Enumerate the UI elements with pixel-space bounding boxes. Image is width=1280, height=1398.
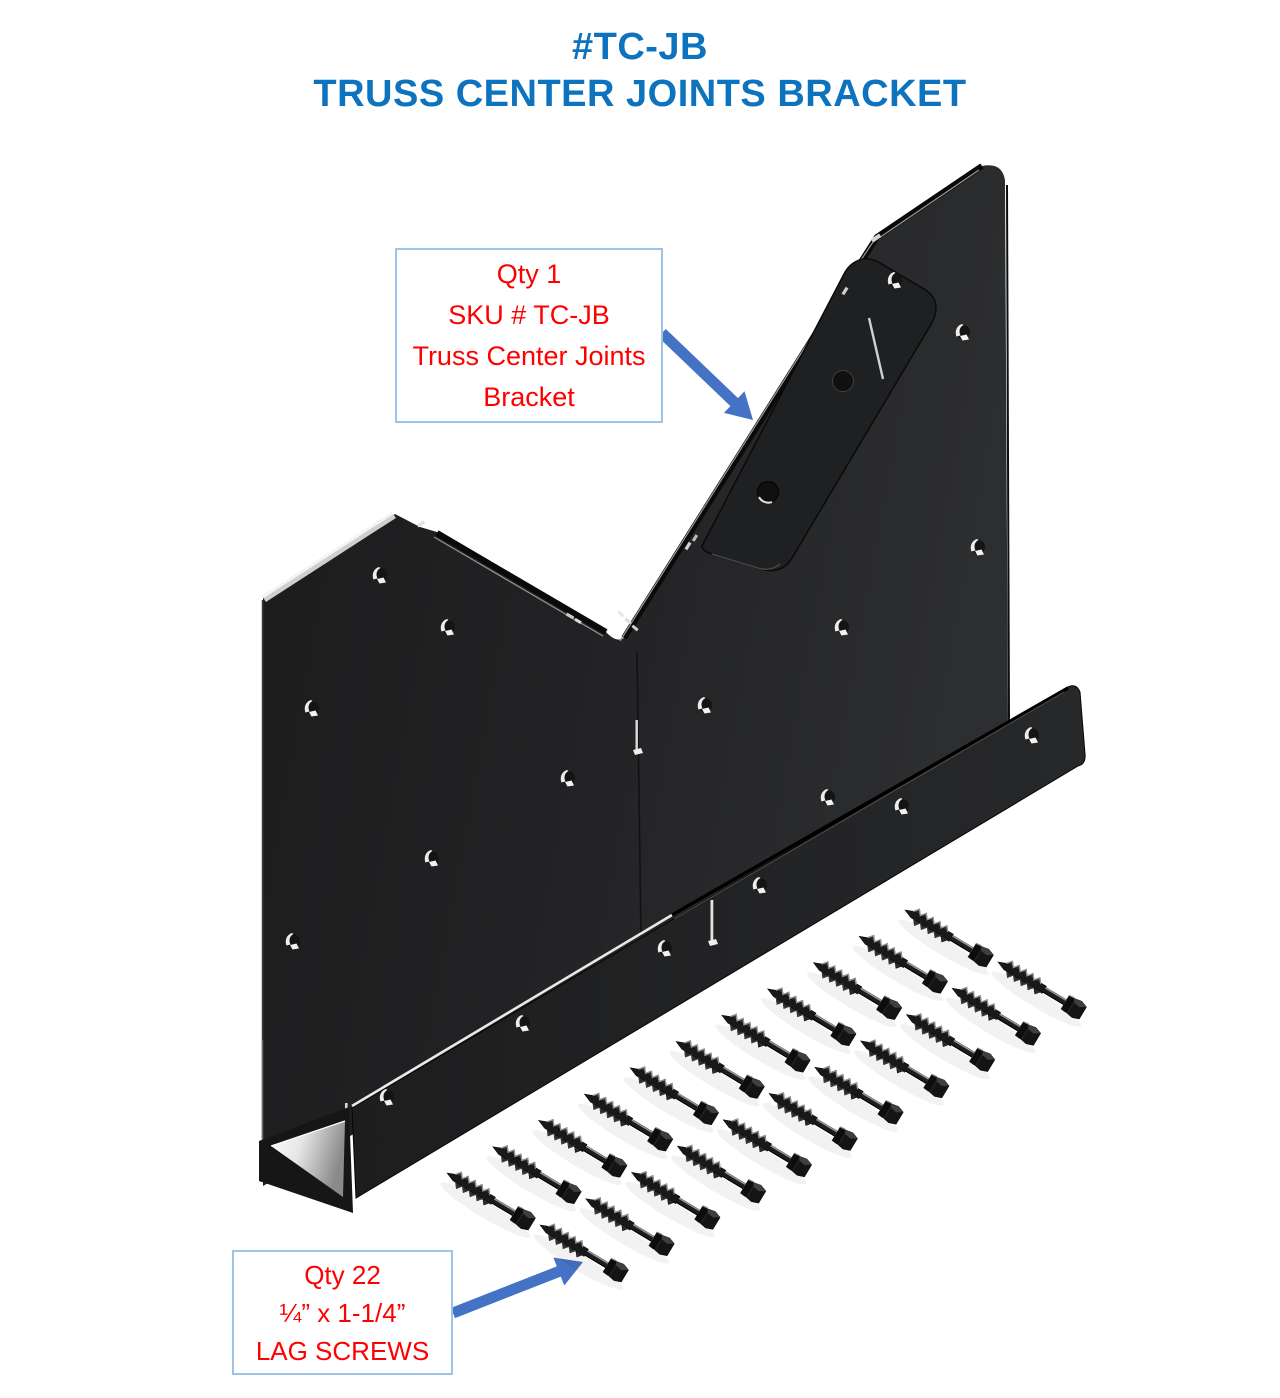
edge-notch-ticks — [416, 233, 882, 632]
gusset-hole — [832, 370, 854, 392]
callout-screws-size: ¼” x 1-1/4” — [279, 1297, 406, 1328]
page-title: #TC-JB TRUSS CENTER JOINTS BRACKET — [0, 25, 1280, 119]
callout-screws-qty: Qty 22 — [304, 1259, 381, 1290]
callout-screws: Qty 22 ¼” x 1-1/4” LAG SCREWS — [232, 1250, 453, 1375]
callout-bracket-name-1: Truss Center Joints — [412, 340, 646, 371]
callout-screws-name: LAG SCREWS — [255, 1335, 430, 1366]
callout-arrow-bracket-icon — [658, 329, 753, 420]
callout-arrow-screws-icon — [451, 1257, 583, 1319]
channel-end — [259, 1107, 353, 1213]
callout-bracket-qty: Qty 1 — [496, 258, 562, 289]
callout-bracket-sku: SKU # TC-JB — [448, 299, 610, 330]
bracket-fold-crease — [636, 651, 642, 937]
callout-bracket: Qty 1 SKU # TC-JB Truss Center Joints Br… — [395, 248, 663, 423]
page-title-sku: #TC-JB — [571, 26, 709, 68]
truss-bracket — [259, 163, 1086, 1213]
callout-bracket-name-2: Bracket — [483, 381, 575, 412]
gusset-plate — [701, 258, 937, 572]
flange-slot — [710, 900, 714, 943]
page-title-name: TRUSS CENTER JOINTS BRACKET — [313, 73, 967, 115]
flange-slot — [635, 720, 638, 752]
